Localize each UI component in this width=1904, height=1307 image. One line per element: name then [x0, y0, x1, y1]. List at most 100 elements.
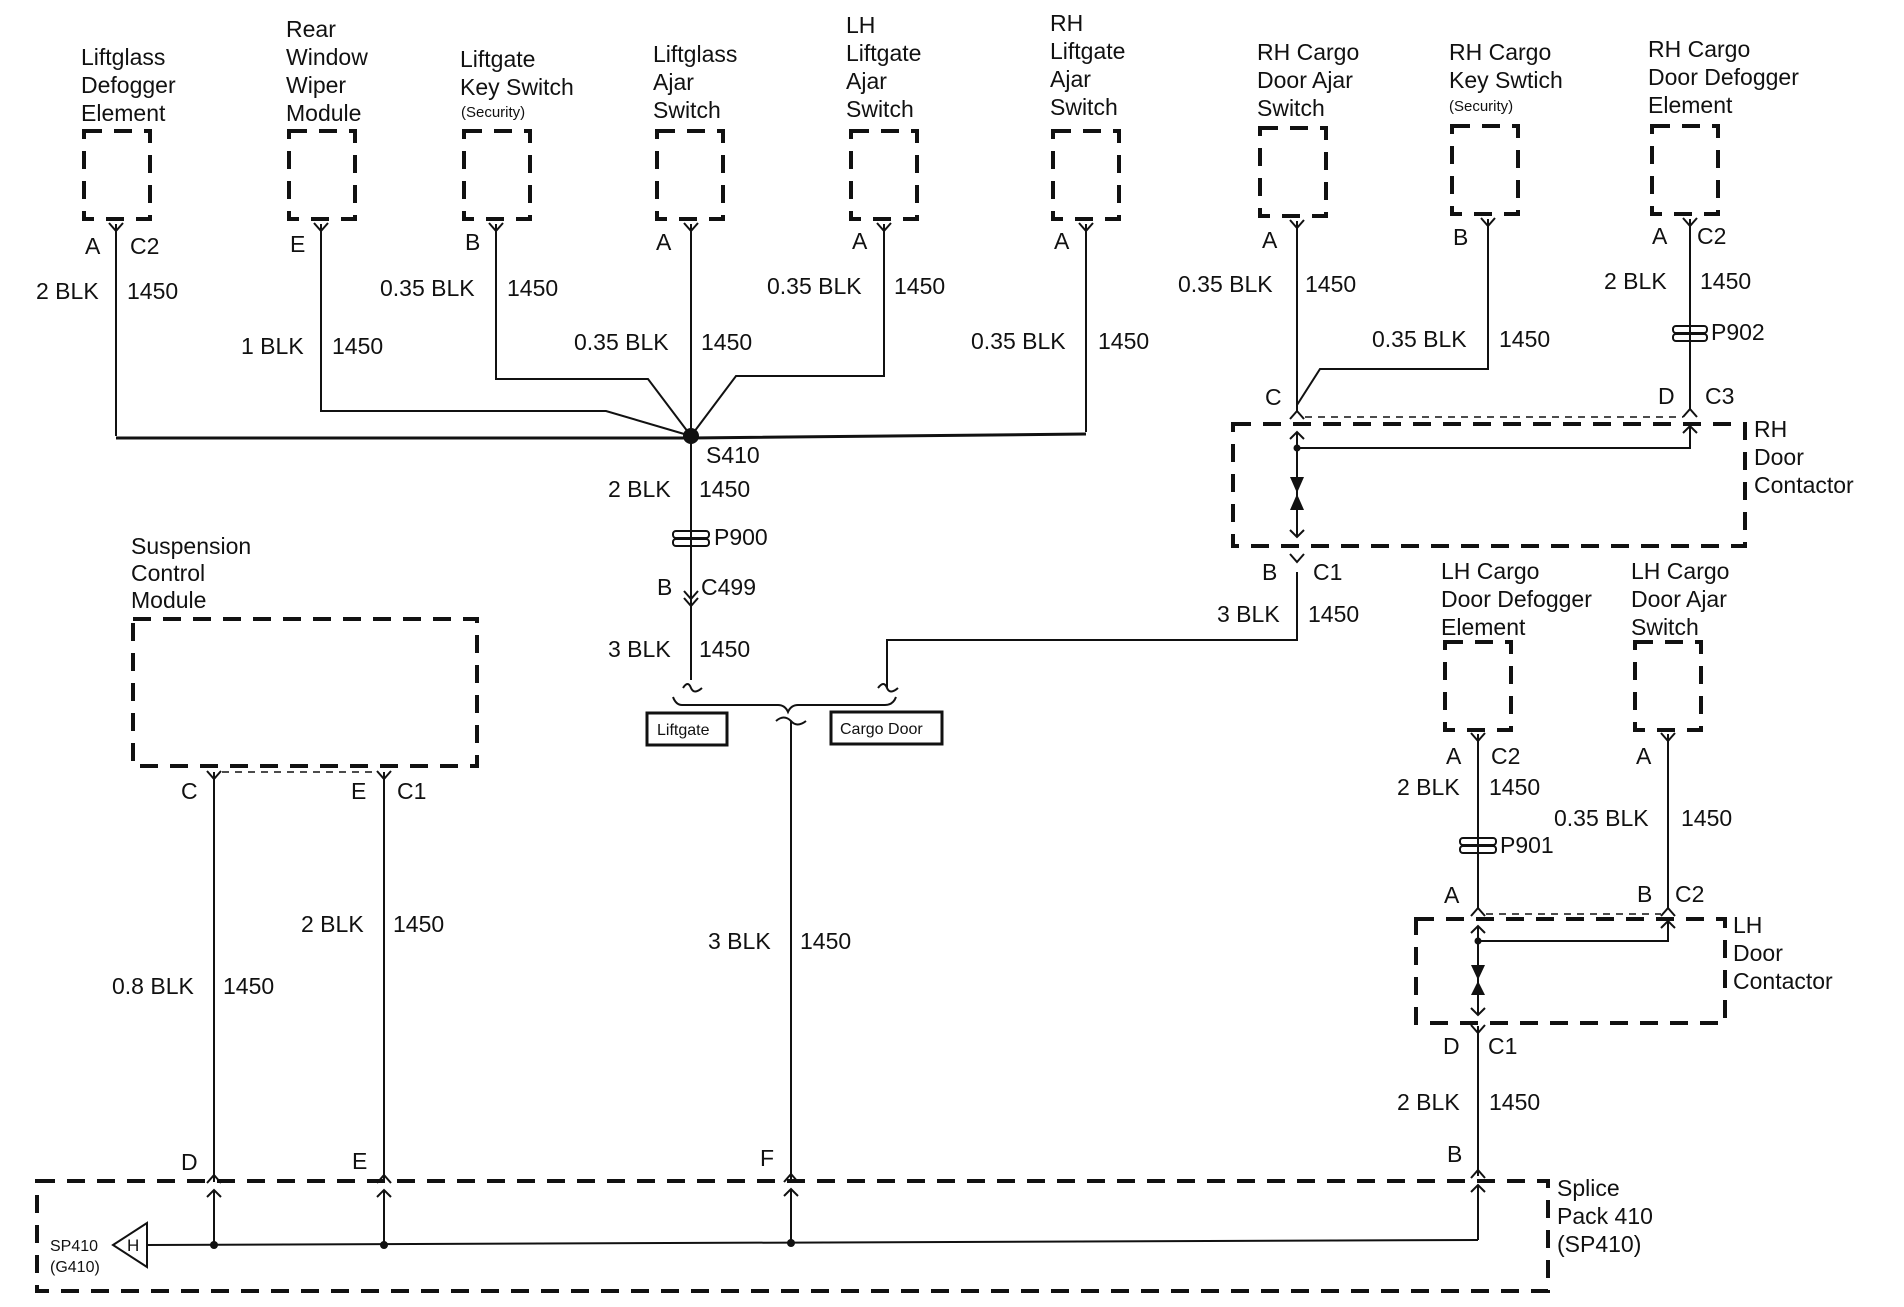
- svg-text:A: A: [85, 233, 101, 259]
- svg-text:Liftgate: Liftgate: [846, 40, 921, 66]
- svg-text:Ajar: Ajar: [653, 69, 694, 95]
- svg-text:0.35 BLK: 0.35 BLK: [1372, 326, 1467, 352]
- rh-door-contactor: RH Door Contactor C D C3 B C1 3 BLK 1450: [1217, 383, 1854, 627]
- svg-text:1450: 1450: [393, 911, 444, 937]
- svg-text:C2: C2: [1491, 743, 1520, 769]
- contactor-switch-icon: [1290, 477, 1304, 510]
- svg-text:1450: 1450: [1489, 1089, 1540, 1115]
- svg-text:(Security): (Security): [1449, 98, 1513, 115]
- svg-text:1450: 1450: [1681, 805, 1732, 831]
- svg-text:1450: 1450: [1499, 326, 1550, 352]
- svg-text:A: A: [656, 229, 672, 255]
- svg-text:D: D: [1443, 1033, 1460, 1059]
- svg-text:Liftgate: Liftgate: [657, 722, 710, 739]
- svg-text:SP410: SP410: [50, 1238, 98, 1255]
- rear-window-wiper-module: Rear Window Wiper Module E 1 BLK 1450: [241, 16, 383, 359]
- svg-text:RH Cargo: RH Cargo: [1257, 39, 1359, 65]
- svg-text:H: H: [127, 1236, 139, 1255]
- svg-text:C2: C2: [1675, 881, 1704, 907]
- svg-text:1450: 1450: [1700, 268, 1751, 294]
- svg-text:A: A: [1636, 743, 1652, 769]
- cargo-door-option-label: Cargo Door: [829, 710, 944, 746]
- inline-connector-p902-icon: [1672, 325, 1708, 342]
- svg-text:Cargo Door: Cargo Door: [840, 721, 923, 738]
- svg-text:A: A: [1262, 227, 1278, 253]
- svg-text:Pack 410: Pack 410: [1557, 1203, 1653, 1229]
- svg-text:B: B: [1262, 559, 1277, 585]
- svg-text:1450: 1450: [332, 333, 383, 359]
- svg-text:Contactor: Contactor: [1754, 472, 1854, 498]
- ground-terminal-icon: [111, 1221, 148, 1269]
- lh-cargo-door-ajar-switch: LH Cargo Door Ajar Switch A 0.35 BLK 145…: [1554, 558, 1732, 908]
- svg-text:(G410): (G410): [50, 1259, 100, 1276]
- svg-text:Switch: Switch: [1631, 614, 1699, 640]
- svg-text:C1: C1: [397, 778, 426, 804]
- svg-text:1450: 1450: [127, 278, 178, 304]
- svg-text:0.8 BLK: 0.8 BLK: [112, 973, 194, 999]
- svg-text:3 BLK: 3 BLK: [708, 928, 771, 954]
- svg-text:1450: 1450: [1489, 774, 1540, 800]
- svg-text:Door Ajar: Door Ajar: [1631, 586, 1727, 612]
- svg-text:LH: LH: [846, 12, 875, 38]
- svg-text:0.35 BLK: 0.35 BLK: [767, 273, 862, 299]
- svg-text:B: B: [657, 574, 672, 600]
- rh-cargo-key-switch: RH Cargo Key Swtich (Security) B 0.35 BL…: [1372, 39, 1563, 352]
- svg-text:Liftglass: Liftglass: [653, 41, 737, 67]
- rh-cargo-wires: [1289, 217, 1708, 420]
- liftglass-defogger-element: Liftglass Defogger Element A C2 2 BLK 14…: [36, 44, 178, 304]
- svg-text:Window: Window: [286, 44, 368, 70]
- svg-text:C2: C2: [1697, 223, 1726, 249]
- svg-text:C1: C1: [1488, 1033, 1517, 1059]
- svg-text:A: A: [852, 228, 868, 254]
- svg-text:C3: C3: [1705, 383, 1734, 409]
- svg-text:2 BLK: 2 BLK: [1397, 774, 1460, 800]
- svg-text:2 BLK: 2 BLK: [36, 278, 99, 304]
- svg-text:3 BLK: 3 BLK: [1217, 601, 1280, 627]
- lh-liftgate-ajar-switch: LH Liftgate Ajar Switch A 0.35 BLK 1450: [767, 12, 945, 299]
- svg-text:1450: 1450: [699, 476, 750, 502]
- svg-text:LH Cargo: LH Cargo: [1441, 558, 1539, 584]
- svg-text:3 BLK: 3 BLK: [608, 636, 671, 662]
- lh-cargo-door-defogger-element: LH Cargo Door Defogger Element A C2 2 BL…: [1397, 558, 1592, 908]
- svg-text:1450: 1450: [223, 973, 274, 999]
- svg-text:Defogger: Defogger: [81, 72, 176, 98]
- svg-text:P900: P900: [714, 524, 768, 550]
- liftgate-key-switch: Liftgate Key Switch (Security) B 0.35 BL…: [380, 46, 574, 301]
- svg-text:RH Cargo: RH Cargo: [1648, 36, 1750, 62]
- svg-text:A: A: [1446, 743, 1462, 769]
- svg-text:LH Cargo: LH Cargo: [1631, 558, 1729, 584]
- svg-text:Contactor: Contactor: [1733, 968, 1833, 994]
- rh-cargo-door-defogger-element: RH Cargo Door Defogger Element A C2 2 BL…: [1604, 36, 1799, 345]
- svg-text:P901: P901: [1500, 832, 1554, 858]
- svg-text:Door Defogger: Door Defogger: [1648, 64, 1799, 90]
- svg-text:Door Defogger: Door Defogger: [1441, 586, 1592, 612]
- svg-text:C: C: [1265, 384, 1282, 410]
- svg-text:Key Swtich: Key Swtich: [1449, 67, 1563, 93]
- svg-text:A: A: [1444, 882, 1460, 908]
- svg-text:D: D: [1658, 383, 1675, 409]
- svg-text:Rear: Rear: [286, 16, 336, 42]
- svg-text:Door: Door: [1754, 444, 1804, 470]
- suspension-control-module: Suspension Control Module C E C1 0.8 BLK…: [112, 533, 479, 1182]
- svg-text:1 BLK: 1 BLK: [241, 333, 304, 359]
- svg-text:2 BLK: 2 BLK: [608, 476, 671, 502]
- svg-text:B: B: [1453, 224, 1468, 250]
- svg-text:1450: 1450: [1305, 271, 1356, 297]
- lh-door-contactor: A B C2 LH Door Contactor D C1 2 BLK 1450: [1397, 881, 1833, 1176]
- svg-text:2 BLK: 2 BLK: [1604, 268, 1667, 294]
- svg-text:1450: 1450: [699, 636, 750, 662]
- svg-text:Control: Control: [131, 560, 205, 586]
- svg-text:Suspension: Suspension: [131, 533, 251, 559]
- svg-text:0.35 BLK: 0.35 BLK: [380, 275, 475, 301]
- svg-text:2 BLK: 2 BLK: [1397, 1089, 1460, 1115]
- inline-connector-p901-icon: [1459, 837, 1497, 854]
- svg-text:(Security): (Security): [461, 104, 525, 121]
- rh-liftgate-ajar-switch: RH Liftgate Ajar Switch A 0.35 BLK 1450: [971, 10, 1149, 354]
- svg-text:Element: Element: [1648, 92, 1733, 118]
- svg-text:0.35 BLK: 0.35 BLK: [971, 328, 1066, 354]
- svg-text:(SP410): (SP410): [1557, 1231, 1641, 1257]
- contactor-switch-icon: [1471, 965, 1485, 995]
- rh-cargo-door-ajar-switch: RH Cargo Door Ajar Switch A 0.35 BLK 145…: [1178, 39, 1359, 297]
- svg-text:Liftgate: Liftgate: [1050, 38, 1125, 64]
- inline-connector-p900-icon: [672, 530, 710, 547]
